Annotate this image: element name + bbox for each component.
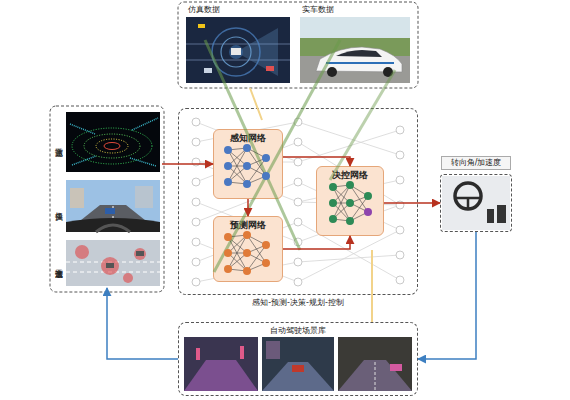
car-stripe — [326, 62, 394, 64]
car-road — [300, 56, 410, 83]
lidar-ring — [84, 134, 140, 158]
car-photo — [300, 17, 410, 83]
network-title: 感知网络 — [214, 130, 282, 144]
radar-blob — [75, 245, 89, 259]
network-stage: 感知-预测-决策-规划-控制感知网络预测网络决控网络 — [178, 108, 418, 295]
network-box: 决控网络 — [316, 166, 384, 236]
radar-blob — [101, 257, 119, 275]
lidar-points — [70, 118, 158, 166]
net-background-nodes — [396, 126, 404, 284]
car-wheel — [383, 67, 393, 77]
net-background-lines — [196, 122, 400, 282]
library-title: 自动驾驶场景库 — [179, 323, 417, 336]
radar-lanes — [66, 262, 160, 272]
lidar-image — [66, 112, 160, 172]
radar-blob — [123, 273, 133, 283]
camera-building — [70, 188, 84, 208]
network-title: 决控网络 — [317, 167, 383, 181]
car-wheel — [327, 67, 337, 77]
scene-image — [262, 337, 334, 391]
sim-ring — [221, 37, 251, 67]
radar-image — [66, 240, 160, 286]
training-line — [330, 70, 395, 180]
radar-car — [136, 251, 144, 256]
flow-arrow — [418, 232, 476, 359]
sim-ring — [229, 45, 243, 59]
scene-car — [292, 365, 304, 372]
actuator-box: 转向角/加速度 — [440, 174, 512, 232]
net-background-nodes — [294, 118, 302, 286]
scene-road — [262, 362, 334, 391]
scene-image — [184, 337, 258, 391]
flow-arrow — [283, 157, 350, 166]
flow-arrow — [384, 202, 440, 204]
scene-road — [338, 360, 412, 391]
flow-arrow — [247, 199, 249, 216]
group-frame — [178, 2, 418, 88]
camera-dash — [66, 218, 160, 232]
data-panel: 实车数据 — [298, 4, 412, 84]
flow-arrow — [162, 163, 213, 165]
sim-object — [198, 24, 205, 28]
camera-wheel — [96, 225, 130, 232]
camera-car — [105, 208, 115, 214]
scene-lane — [375, 362, 376, 390]
sim-object — [204, 68, 212, 73]
lidar-ring — [96, 139, 128, 153]
scene-person — [240, 346, 244, 359]
pedal — [487, 209, 494, 223]
panel-label: 实车数据 — [302, 4, 334, 15]
sim-car — [231, 48, 241, 55]
scene-image — [338, 337, 412, 391]
network-title: 预测网络 — [214, 217, 282, 231]
sim-ring — [212, 28, 260, 76]
flow-arrow — [283, 236, 350, 249]
scene-person — [196, 348, 200, 360]
sim-object — [266, 66, 274, 71]
steering-hub — [455, 198, 481, 209]
camera-road — [66, 205, 160, 232]
network-box: 预测网络 — [213, 216, 283, 282]
pedal — [497, 205, 506, 223]
group-frame — [50, 106, 164, 292]
camera-building — [135, 186, 153, 208]
lidar-ring — [72, 128, 152, 164]
radar-blob — [134, 248, 146, 260]
sim-cone — [236, 28, 278, 76]
panel-label: 仿真数据 — [188, 4, 220, 15]
scene-building — [266, 341, 280, 359]
scene-library: 自动驾驶场景库 — [178, 322, 418, 396]
output-label: 转向角/加速度 — [441, 156, 511, 170]
car-body — [316, 47, 402, 72]
sensor-panel: 激光雷达 — [52, 110, 162, 174]
lidar-ring — [104, 143, 120, 150]
sim-road — [186, 44, 290, 60]
camera-lane — [113, 206, 114, 226]
net-background-nodes — [192, 118, 200, 286]
data-panel: 仿真数据 — [184, 4, 292, 84]
scene-road — [184, 360, 258, 391]
camera-image — [66, 180, 160, 232]
scene-car — [390, 364, 402, 371]
sensor-panel: 摄像头 — [52, 178, 162, 234]
car-window — [336, 50, 382, 57]
steering-image — [442, 176, 510, 230]
network-box: 感知网络 — [213, 129, 283, 199]
flow-arrow — [107, 288, 178, 359]
steering-wheel — [455, 183, 481, 209]
stage-caption: 感知-预测-决策-规划-控制 — [179, 298, 417, 308]
car-trees — [300, 38, 410, 56]
radar-car — [106, 263, 114, 268]
sim-image — [186, 17, 290, 83]
sensor-panel: 毫米波雷达 — [52, 238, 162, 288]
